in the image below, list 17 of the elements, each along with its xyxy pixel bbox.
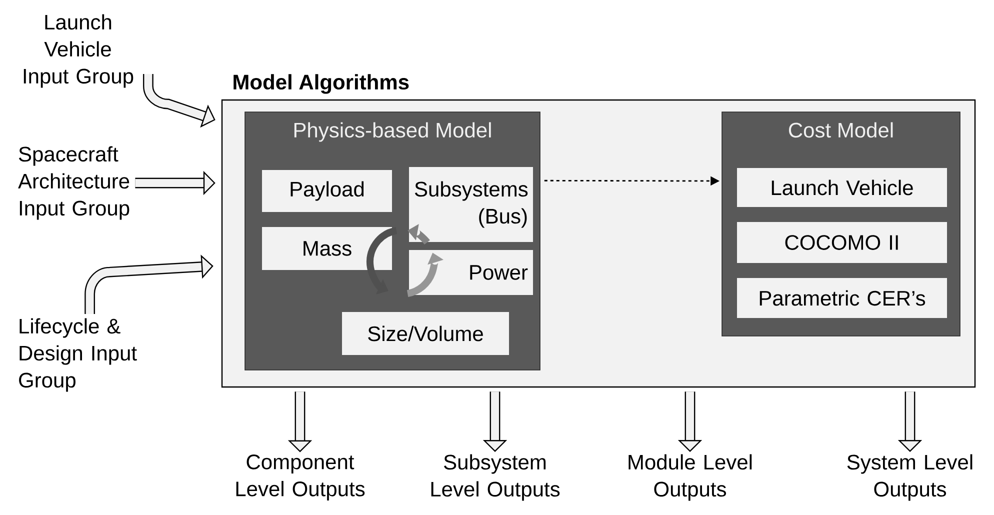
component-box: Power [409,250,533,295]
component-box: Launch Vehicle [737,168,947,207]
output-label: Component Level Outputs [236,454,365,501]
input-label: Spacecraft Architecture Input Group [18,146,130,220]
output-label: Module Level Outputs [628,454,752,501]
output-label: System Level Outputs [847,454,972,501]
component-box: Size/Volume [342,312,509,355]
component-box: COCOMO II [737,222,947,263]
input-label: Lifecycle & Design Input Group [19,318,137,392]
component-box: Subsystems (Bus) [409,167,533,242]
node-label: Model Algorithms [234,74,409,94]
input-label: Launch Vehicle Input Group [24,14,134,88]
component-box: Parametric CER’s [737,278,947,318]
component-box: Payload [262,170,392,212]
block-arrow [84,254,214,314]
output-label: Subsystem Level Outputs [431,454,560,501]
component-box: Mass [262,227,392,270]
